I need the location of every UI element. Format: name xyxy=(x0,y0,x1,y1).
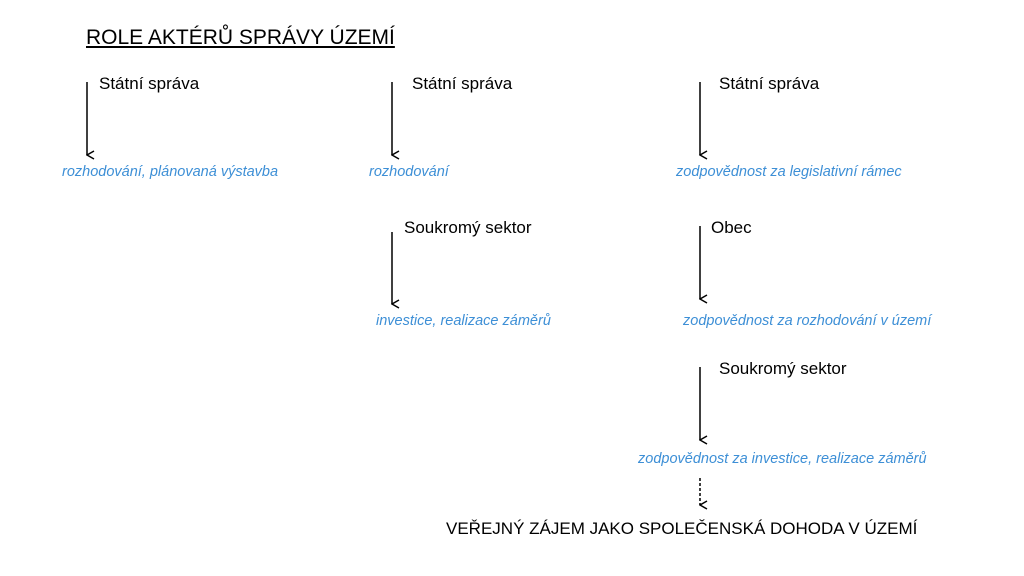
conclusion: VEŘEJNÝ ZÁJEM JAKO SPOLEČENSKÁ DOHODA V … xyxy=(446,519,918,538)
role-c2-1: rozhodování xyxy=(369,164,449,180)
page-title: ROLE AKTÉRŮ SPRÁVY ÚZEMÍ xyxy=(86,26,395,49)
actor-c1-1: Státní správa xyxy=(99,74,200,93)
actor-c2-1: Státní správa xyxy=(412,74,513,93)
role-c3-1: zodpovědnost za legislativní rámec xyxy=(676,164,902,180)
role-c3-3: zodpovědnost za investice, realizace zám… xyxy=(638,451,927,467)
actor-c3-3: Soukromý sektor xyxy=(719,359,847,378)
actor-c2-2: Soukromý sektor xyxy=(404,218,532,237)
role-c2-2: investice, realizace záměrů xyxy=(376,313,551,329)
actor-c3-1: Státní správa xyxy=(719,74,820,93)
role-c3-2: zodpovědnost za rozhodování v území xyxy=(683,313,932,329)
role-c1-1: rozhodování, plánovaná výstavba xyxy=(62,164,279,180)
actor-c3-2: Obec xyxy=(711,218,752,237)
